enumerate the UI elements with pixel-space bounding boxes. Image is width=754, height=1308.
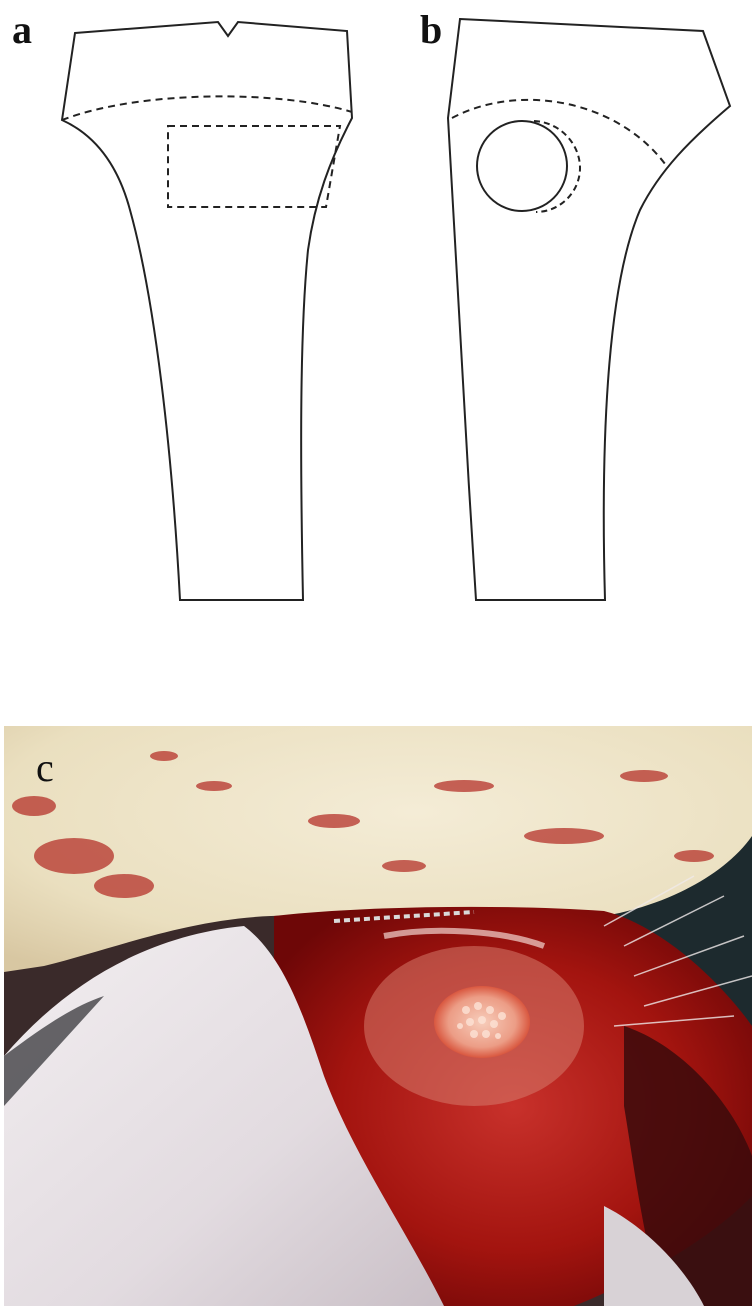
growth-plate-line-a — [62, 96, 352, 120]
surgical-photograph — [4, 726, 752, 1306]
defect-circle — [477, 121, 567, 211]
tibia-schematic-diagram — [0, 0, 754, 620]
defect-circle-offset — [534, 121, 580, 212]
growth-plate-line-b — [452, 100, 668, 168]
tibia-outline-b — [448, 19, 730, 600]
tibia-anterior-view — [62, 22, 352, 600]
panel-label-c: c — [36, 748, 54, 788]
tibia-outline-a — [62, 22, 352, 600]
defect-rectangle — [168, 126, 340, 207]
tibia-lateral-view — [448, 19, 730, 600]
